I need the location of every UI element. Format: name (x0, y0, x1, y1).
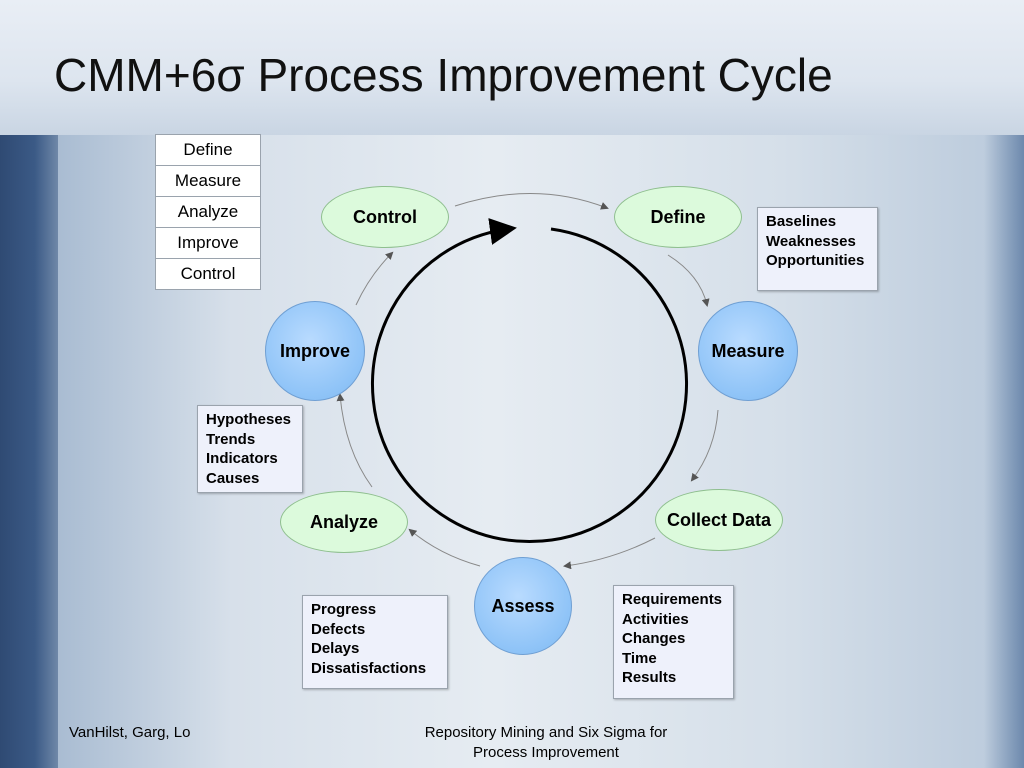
arrow-analyze-to-improve (336, 393, 373, 488)
arrow-control-to-define (454, 193, 609, 210)
dmaic-phase-table: Define Measure Analyze Improve Control (155, 134, 261, 290)
slide-right-band (984, 135, 1024, 768)
note-item: Opportunities (766, 252, 865, 269)
note-item: Indicators (206, 450, 278, 467)
node-assess: Assess (474, 557, 572, 655)
central-cycle-arrow (371, 218, 688, 543)
footer-title: Repository Mining and Six Sigma for Proc… (424, 724, 668, 761)
node-analyze: Analyze (280, 491, 408, 553)
footer-authors: VanHilst, Garg, Lo (69, 724, 191, 741)
note-item: Delays (311, 640, 360, 657)
note-item: Dissatisfactions (311, 659, 427, 677)
note-item: Activities (622, 610, 689, 628)
note-item: Hypotheses (206, 411, 292, 428)
note-item: Progress (311, 601, 377, 618)
arrow-collect-to-assess (563, 537, 656, 570)
phase-cell-measure: Measure (156, 166, 260, 197)
phase-cell-define: Define (156, 135, 260, 166)
note-define-outputs: Baselines Weaknesses Opportunities (757, 207, 878, 291)
note-item: Defects (311, 620, 366, 638)
slide-header-background (0, 0, 1024, 135)
note-collect-data-items: Requirements Activities Changes Time Res… (613, 585, 734, 699)
note-improve-inputs: Hypotheses Trends Indicators Causes (197, 405, 303, 493)
node-control: Control (321, 186, 449, 248)
note-item: Changes (622, 630, 686, 647)
phase-cell-analyze: Analyze (156, 197, 260, 228)
node-improve: Improve (265, 301, 365, 401)
note-item: Results (622, 669, 677, 686)
node-measure: Measure (698, 301, 798, 401)
arrow-define-to-measure (667, 254, 710, 307)
slide-left-band (0, 135, 58, 768)
note-item: Requirements (622, 591, 723, 608)
note-assess-outputs: Progress Defects Delays Dissatisfactions (302, 595, 448, 689)
note-item: Trends (206, 430, 256, 448)
slide-title: CMM+6σ Process Improvement Cycle (54, 49, 833, 101)
arrow-assess-to-analyze (408, 528, 481, 567)
node-define: Define (614, 186, 742, 248)
arrow-improve-to-control (355, 251, 394, 306)
note-item: Baselines (766, 213, 837, 230)
note-item: Time (622, 649, 657, 667)
note-item: Causes (206, 469, 260, 487)
phase-cell-improve: Improve (156, 228, 260, 259)
phase-cell-control: Control (180, 264, 236, 283)
arrow-measure-to-collect (690, 409, 719, 482)
node-collect-data: Collect Data (655, 489, 783, 551)
note-item: Weaknesses (766, 232, 856, 250)
